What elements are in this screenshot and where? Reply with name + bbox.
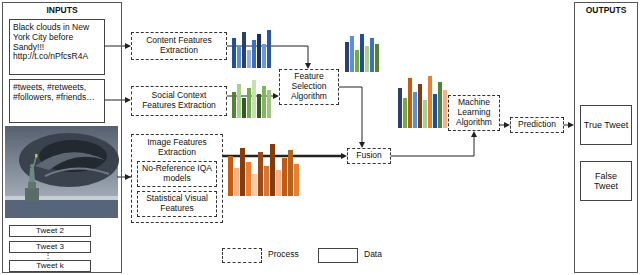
box-label: False Tweet — [583, 171, 629, 192]
box-label: No-Reference IQA models — [140, 164, 214, 184]
output-box: False Tweet — [580, 161, 632, 201]
box-label: Social Context Features Extraction — [134, 91, 224, 111]
tweet-box: Tweet 2 — [9, 225, 91, 237]
data-legend — [318, 248, 358, 263]
box-label: Content Features Extraction — [134, 36, 224, 56]
ellipsis-mark: ⋮ — [44, 252, 52, 260]
flow-arrow — [105, 100, 128, 101]
outputs-panel: OUTPUTS True TweetFalse Tweet — [574, 2, 638, 273]
box-label: Tweet 3 — [36, 242, 64, 251]
box-label: Statistical Visual Features — [140, 194, 214, 214]
social-data-box: #tweets, #retweets, #followers, #friends… — [9, 79, 105, 123]
box-label: Fusion — [356, 151, 382, 161]
process-box: Machine Learning Algorithm — [448, 95, 500, 131]
legend-label: Process — [268, 250, 299, 260]
social-feature-vector — [232, 80, 271, 118]
fused-feature-vector — [398, 76, 447, 128]
flow-arrow — [564, 125, 571, 126]
flow-arrow — [391, 134, 474, 156]
legend-label: Data — [364, 250, 382, 260]
selected-feature-vector — [345, 34, 379, 72]
box-label: True Tweet — [584, 120, 629, 130]
process-legend — [222, 248, 262, 263]
content-feature-vector — [232, 30, 271, 68]
process-box: Content Features Extraction — [131, 32, 227, 60]
tweet-text-box: Black clouds in New York City before San… — [9, 19, 105, 75]
image-feature-vector — [228, 144, 299, 196]
output-box: True Tweet — [580, 105, 632, 145]
flow-arrow — [105, 46, 128, 47]
panel-heading: OUTPUTS — [575, 3, 637, 16]
process-box: Social Context Features Extraction — [131, 86, 227, 116]
process-box: Statistical Visual Features — [137, 191, 217, 217]
image-arrow — [117, 177, 131, 178]
box-label: Tweet 2 — [36, 226, 64, 235]
process-box: Fusion — [347, 148, 391, 164]
inputs-panel: INPUTS Black clouds in New York City befo… — [2, 2, 122, 273]
box-label: Tweet k — [36, 261, 64, 270]
box-label: Prediction — [518, 120, 556, 130]
process-group: Image Features ExtractionNo-Reference IQ… — [131, 134, 223, 223]
panel-heading: INPUTS — [3, 3, 121, 16]
panel-heading: Image Features Extraction — [132, 135, 222, 158]
process-box: Feature Selection Algorithm — [279, 69, 339, 105]
process-box: Prediction — [510, 117, 564, 133]
storm-photo — [5, 126, 119, 218]
box-label: Feature Selection Algorithm — [282, 72, 336, 101]
flow-arrow — [339, 87, 362, 145]
box-label: Machine Learning Algorithm — [451, 98, 497, 127]
process-box: No-Reference IQA models — [137, 161, 217, 187]
box-label: #tweets, #retweets, #followers, #friends… — [13, 83, 101, 103]
box-label: Black clouds in New York City before San… — [13, 23, 101, 62]
flow-arrow — [500, 125, 507, 126]
tweet-box: Tweet k — [9, 260, 91, 272]
